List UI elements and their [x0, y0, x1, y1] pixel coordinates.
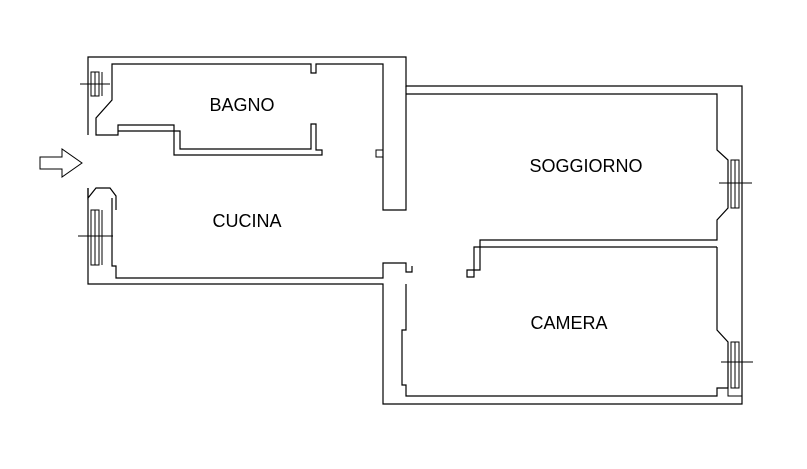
windows	[78, 71, 753, 389]
inner-wall-camera	[401, 247, 729, 397]
room-label-cucina: CUCINA	[212, 211, 281, 231]
window-bagno	[80, 71, 110, 97]
inner-wall-soggiorno	[406, 93, 729, 278]
window-cucina	[78, 209, 113, 266]
window-camera	[721, 341, 753, 389]
room-label-bagno: BAGNO	[209, 95, 274, 115]
outer-wall-left-block	[87, 56, 743, 405]
room-label-camera: CAMERA	[530, 313, 607, 333]
inner-wall-cucina	[111, 198, 413, 279]
inner-wall-bagno-top	[111, 63, 407, 211]
entrance-arrow-icon	[39, 148, 83, 178]
room-label-soggiorno: SOGGIORNO	[529, 156, 642, 176]
jamb-cucina-right	[375, 149, 383, 158]
partition-bagno	[95, 92, 323, 156]
outer-walls	[87, 56, 743, 405]
window-soggiorno	[719, 159, 752, 209]
jamb-cucina-left	[87, 187, 117, 210]
line-camera-sill	[727, 388, 742, 397]
